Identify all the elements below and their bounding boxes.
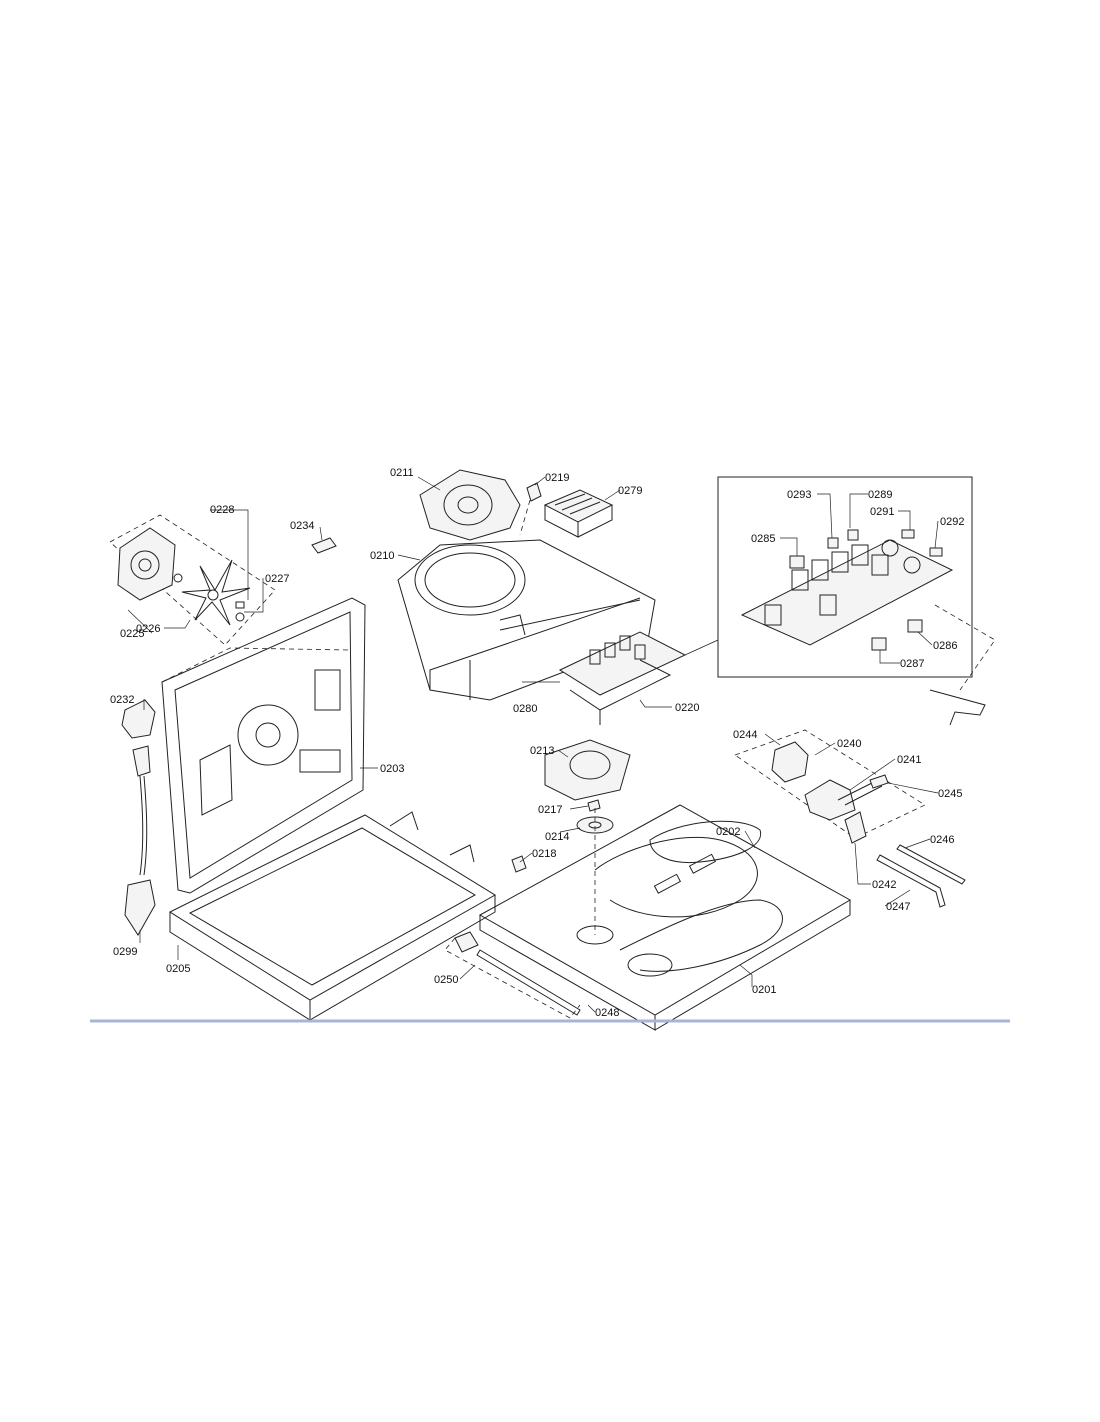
- label-0219: 0219: [545, 472, 569, 484]
- clip-0218: [511, 855, 527, 873]
- label-0250: 0250: [434, 974, 458, 986]
- label-0299: 0299: [113, 946, 137, 958]
- label-0232: 0232: [110, 694, 134, 706]
- fan-0213: [544, 739, 631, 801]
- label-0217: 0217: [538, 804, 562, 816]
- label-0214: 0214: [545, 831, 569, 843]
- duct-plate-0210: [397, 539, 656, 701]
- label-0226: 0226: [136, 623, 160, 635]
- label-0245: 0245: [938, 788, 962, 800]
- screw-0217: [587, 799, 601, 812]
- fan-motor-group: [109, 514, 276, 646]
- label-0293: 0293: [787, 489, 811, 501]
- rod-0247: [876, 854, 946, 908]
- clip-0234: [311, 537, 337, 554]
- label-0205: 0205: [166, 963, 190, 975]
- blower-assembly: [397, 469, 656, 701]
- label-0291: 0291: [870, 506, 894, 518]
- relay-board-detail: [684, 476, 973, 678]
- hinge-0232: [121, 699, 156, 739]
- sensor-bracket: [929, 689, 986, 726]
- label-0289: 0289: [868, 489, 892, 501]
- label-0202: 0202: [716, 826, 740, 838]
- heater-0246: [896, 844, 966, 885]
- label-0228: 0228: [210, 504, 234, 516]
- label-0248: 0248: [595, 1007, 619, 1019]
- label-0287: 0287: [900, 658, 924, 670]
- base-tray-0205: [168, 811, 496, 1021]
- label-0286: 0286: [933, 640, 957, 652]
- cover-0279: [543, 489, 614, 538]
- insulation-0202: [649, 820, 762, 864]
- label-0247: 0247: [886, 901, 910, 913]
- leader-lines: [127, 476, 939, 1013]
- label-0240: 0240: [837, 738, 861, 750]
- base-plate-0201: [478, 804, 852, 1031]
- label-0234: 0234: [290, 520, 314, 532]
- label-0203: 0203: [380, 763, 404, 775]
- sensor-0219: [526, 482, 542, 502]
- label-0246: 0246: [930, 834, 954, 846]
- part-labels: 0211 0219 0279 0228 0234 0210 0227 0225 …: [110, 467, 964, 1019]
- label-0241: 0241: [897, 754, 921, 766]
- label-0244: 0244: [733, 729, 757, 741]
- connector-0242: [844, 811, 867, 844]
- label-0201: 0201: [752, 984, 776, 996]
- label-0285: 0285: [751, 533, 775, 545]
- label-0211: 0211: [390, 467, 414, 479]
- label-0292: 0292: [940, 516, 964, 528]
- control-board-0220: [558, 631, 687, 725]
- label-0280: 0280: [513, 703, 537, 715]
- label-0220: 0220: [675, 702, 699, 714]
- label-0213: 0213: [530, 745, 554, 757]
- switch-group-0240: [734, 729, 926, 844]
- label-0225: 0225: [120, 628, 144, 640]
- timer-0244: [771, 741, 809, 783]
- blower-0211: [419, 469, 521, 541]
- fan-motor: [117, 527, 176, 601]
- label-0210: 0210: [370, 550, 394, 562]
- selector-0241: [804, 779, 856, 821]
- label-0242: 0242: [872, 879, 896, 891]
- power-cord-0299: [124, 745, 156, 936]
- label-0218: 0218: [532, 848, 556, 860]
- lamp-0245: [869, 774, 889, 789]
- strip-0248: [476, 949, 581, 1016]
- switch-0250: [454, 931, 479, 953]
- label-0227: 0227: [265, 573, 289, 585]
- fan-blade: [181, 559, 251, 626]
- back-wall-0203: [161, 597, 366, 894]
- label-0279: 0279: [618, 485, 642, 497]
